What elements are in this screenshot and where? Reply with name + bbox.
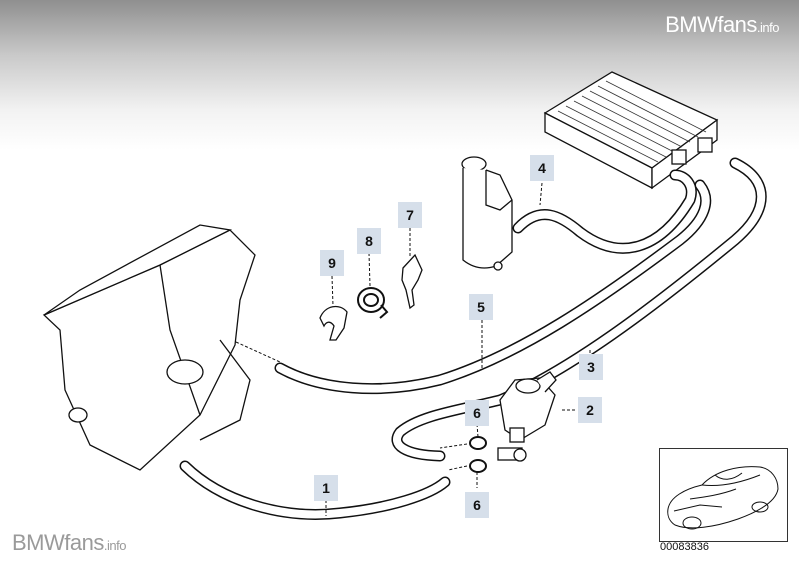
callout-1: 1 (314, 475, 338, 501)
watermark-suffix-bottom: .info (103, 538, 127, 553)
callout-5: 5 (469, 294, 493, 320)
callout-3: 3 (579, 354, 603, 380)
callout-2: 2 (578, 397, 602, 423)
watermark-brand-bottom: BMWfans (12, 530, 104, 555)
callout-4: 4 (530, 155, 554, 181)
car-outline-icon (667, 466, 779, 530)
callout-6-bottom: 6 (465, 492, 489, 518)
callout-9: 9 (320, 250, 344, 276)
car-location-inset (659, 448, 788, 542)
watermark-bottom: BMWfans.info (12, 530, 126, 556)
hose-clip (357, 287, 389, 319)
water-valve (497, 371, 557, 462)
callout-7: 7 (398, 202, 422, 228)
bracket (319, 305, 348, 341)
diagram-number: 00083836 (660, 541, 709, 553)
watermark-top: BMWfans.info (665, 12, 779, 38)
watermark-brand: BMWfans (665, 12, 757, 37)
heater-core (543, 71, 719, 190)
clamps (469, 436, 487, 473)
watermark-suffix: .info (756, 20, 780, 35)
callout-6-top: 6 (465, 400, 489, 426)
expansion-tank (461, 156, 520, 271)
leader-lines (235, 182, 591, 516)
callout-8: 8 (357, 228, 381, 254)
holder (401, 253, 423, 310)
engine-block (42, 224, 256, 471)
